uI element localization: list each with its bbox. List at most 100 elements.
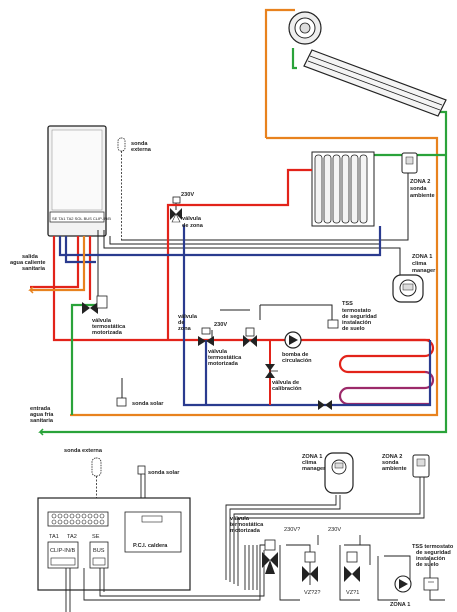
zona2-sensor-top [401, 152, 418, 174]
bus-label: BUS [93, 548, 105, 554]
v230-top-label: 230V [181, 192, 194, 198]
hot-water-red-pipes [30, 168, 430, 342]
entrada-label-3: sanitaria [30, 418, 54, 424]
valvula-termo-bottom-2: termostática [230, 522, 264, 528]
valvula-termo-mid-1: válvula [208, 349, 228, 355]
ta2-label: TA2 [67, 534, 77, 540]
tss-top-2: termostato [342, 308, 371, 314]
valvula-termo-bottom-1: válvula [230, 516, 250, 522]
dhw-orange-pipe [30, 236, 86, 292]
entrada-label-2: agua fría [30, 412, 54, 418]
thermo-valve-bottom [262, 539, 278, 574]
zone-valve-1-bottom [344, 551, 360, 582]
valvula-zona-mid-3: zona [178, 326, 192, 332]
ta1-label: TA1 [49, 534, 59, 540]
control-board [37, 497, 191, 591]
boiler [47, 125, 107, 237]
tss-bottom-4: de suelo [416, 562, 439, 568]
solar-green-top [291, 48, 297, 70]
tss-top-5: de suelo [342, 326, 365, 332]
thermostatic-valve-left [82, 295, 108, 314]
floor-heating-loops [338, 338, 435, 406]
sonda-solar-top [116, 397, 127, 407]
valvula-zona-top-1: válvula [182, 216, 202, 222]
salida-label-2: agua caliente [10, 260, 45, 266]
zona1-bottom-pump-label: ZONA 1 [390, 602, 410, 608]
zona1-top-label-1: ZONA 1 [412, 254, 432, 260]
entrada-label-1: entrada [30, 406, 51, 412]
tss-top-1: TSS [342, 301, 353, 307]
solar-orange-return [70, 136, 439, 417]
valvula-termo-left-3: motorizada [92, 330, 123, 336]
valvula-termo-mid-2: termostática [208, 355, 242, 361]
zona1-bottom-label-2: clima [302, 460, 317, 466]
salida-label-3: sanitaria [22, 266, 46, 272]
zone-valve-2-bottom [302, 551, 318, 582]
tss-box-top [327, 319, 339, 329]
sonda-externa-bottom-label: sonda externa [64, 448, 103, 454]
zone-valve-mid [198, 327, 214, 346]
zona1-bottom-label-1: ZONA 1 [302, 454, 322, 460]
tss-bottom-3: instalación [416, 556, 446, 562]
vz1-label: VZ?1 [346, 590, 359, 596]
valvula-zona-mid-1: válvula [178, 314, 198, 320]
v230-b-label: 230V [328, 527, 341, 533]
valvula-termo-mid-3: motorizada [208, 361, 239, 367]
control-wiring-top [97, 173, 409, 398]
bomba-label-1: bomba de [282, 352, 308, 358]
zona1-top-label-2: clima [412, 261, 427, 267]
zona2-sensor-bottom [412, 454, 430, 478]
solar-orange-pipe-top [264, 8, 295, 138]
valvula-termo-left-1: válvula [92, 318, 112, 324]
zona2-top-label-1: ZONA 2 [410, 179, 430, 185]
sonda-externa-top [117, 137, 126, 240]
zona2-bottom-label-2: sonda [382, 460, 399, 466]
sonda-solar-bottom-label: sonda solar [148, 470, 180, 476]
pci-label: P.C.I. caldera [133, 543, 168, 549]
boiler-terminal-labels: SE TA1 TA2 SOL BUS CLIP-IN/B [52, 216, 111, 221]
circulation-pump [284, 331, 302, 349]
zona1-thermostat-top [392, 274, 424, 303]
zona1-bottom-label-3: manager [302, 466, 326, 472]
zona2-bottom-label-3: ambiente [382, 466, 407, 472]
solar-tank [288, 11, 322, 45]
valvula-termo-bottom-3: motorizada [230, 528, 261, 534]
cold-water-arrow [38, 428, 44, 436]
sonda-externa-top-label-1: sonda [131, 141, 148, 147]
tss-bottom-2: de seguridad [416, 550, 451, 556]
zone-valve-top [170, 196, 182, 223]
bomba-label-2: circulación [282, 358, 312, 364]
return-valve [318, 400, 332, 410]
calibration-valve [265, 364, 278, 378]
tss-box-bottom [423, 577, 439, 591]
return-blue-pipes [58, 225, 432, 407]
cold-water-inlet [70, 303, 96, 415]
valvula-zona-top-2: de zona [182, 223, 204, 229]
salida-label-1: salida [22, 254, 39, 260]
dhw-arrow [28, 286, 36, 294]
se-label: SE [92, 534, 100, 540]
control-wiring-bottom [65, 474, 445, 612]
valvula-zona-mid-2: de [178, 320, 185, 326]
vz2-label: VZ?2? [304, 590, 320, 596]
v230-a-label: 230V? [284, 527, 300, 533]
v230-mid-label: 230V [214, 322, 227, 328]
radiator [311, 151, 375, 227]
zona1-top-label-3: manager [412, 268, 436, 274]
zona1-thermostat-bottom [324, 452, 354, 494]
zona2-top-label-2: sonda [410, 186, 427, 192]
thermostatic-valve-mid [243, 327, 257, 347]
clip-label: CLIP-IN/B [50, 548, 75, 554]
solar-panel [303, 49, 447, 117]
sonda-solar-bottom [137, 465, 146, 475]
tss-top-4: instalación [342, 320, 372, 326]
zona2-top-label-3: ambiente [410, 193, 435, 199]
zona2-bottom-label-1: ZONA 2 [382, 454, 402, 460]
tss-bottom-1: TSS termostato [412, 544, 454, 550]
pump-bottom [394, 575, 412, 593]
cold-water-green-pipe [40, 110, 448, 434]
calibracion-label-2: calibración [272, 386, 302, 392]
tss-top-3: de seguridad [342, 314, 377, 320]
valvula-termo-left-2: termostática [92, 324, 126, 330]
